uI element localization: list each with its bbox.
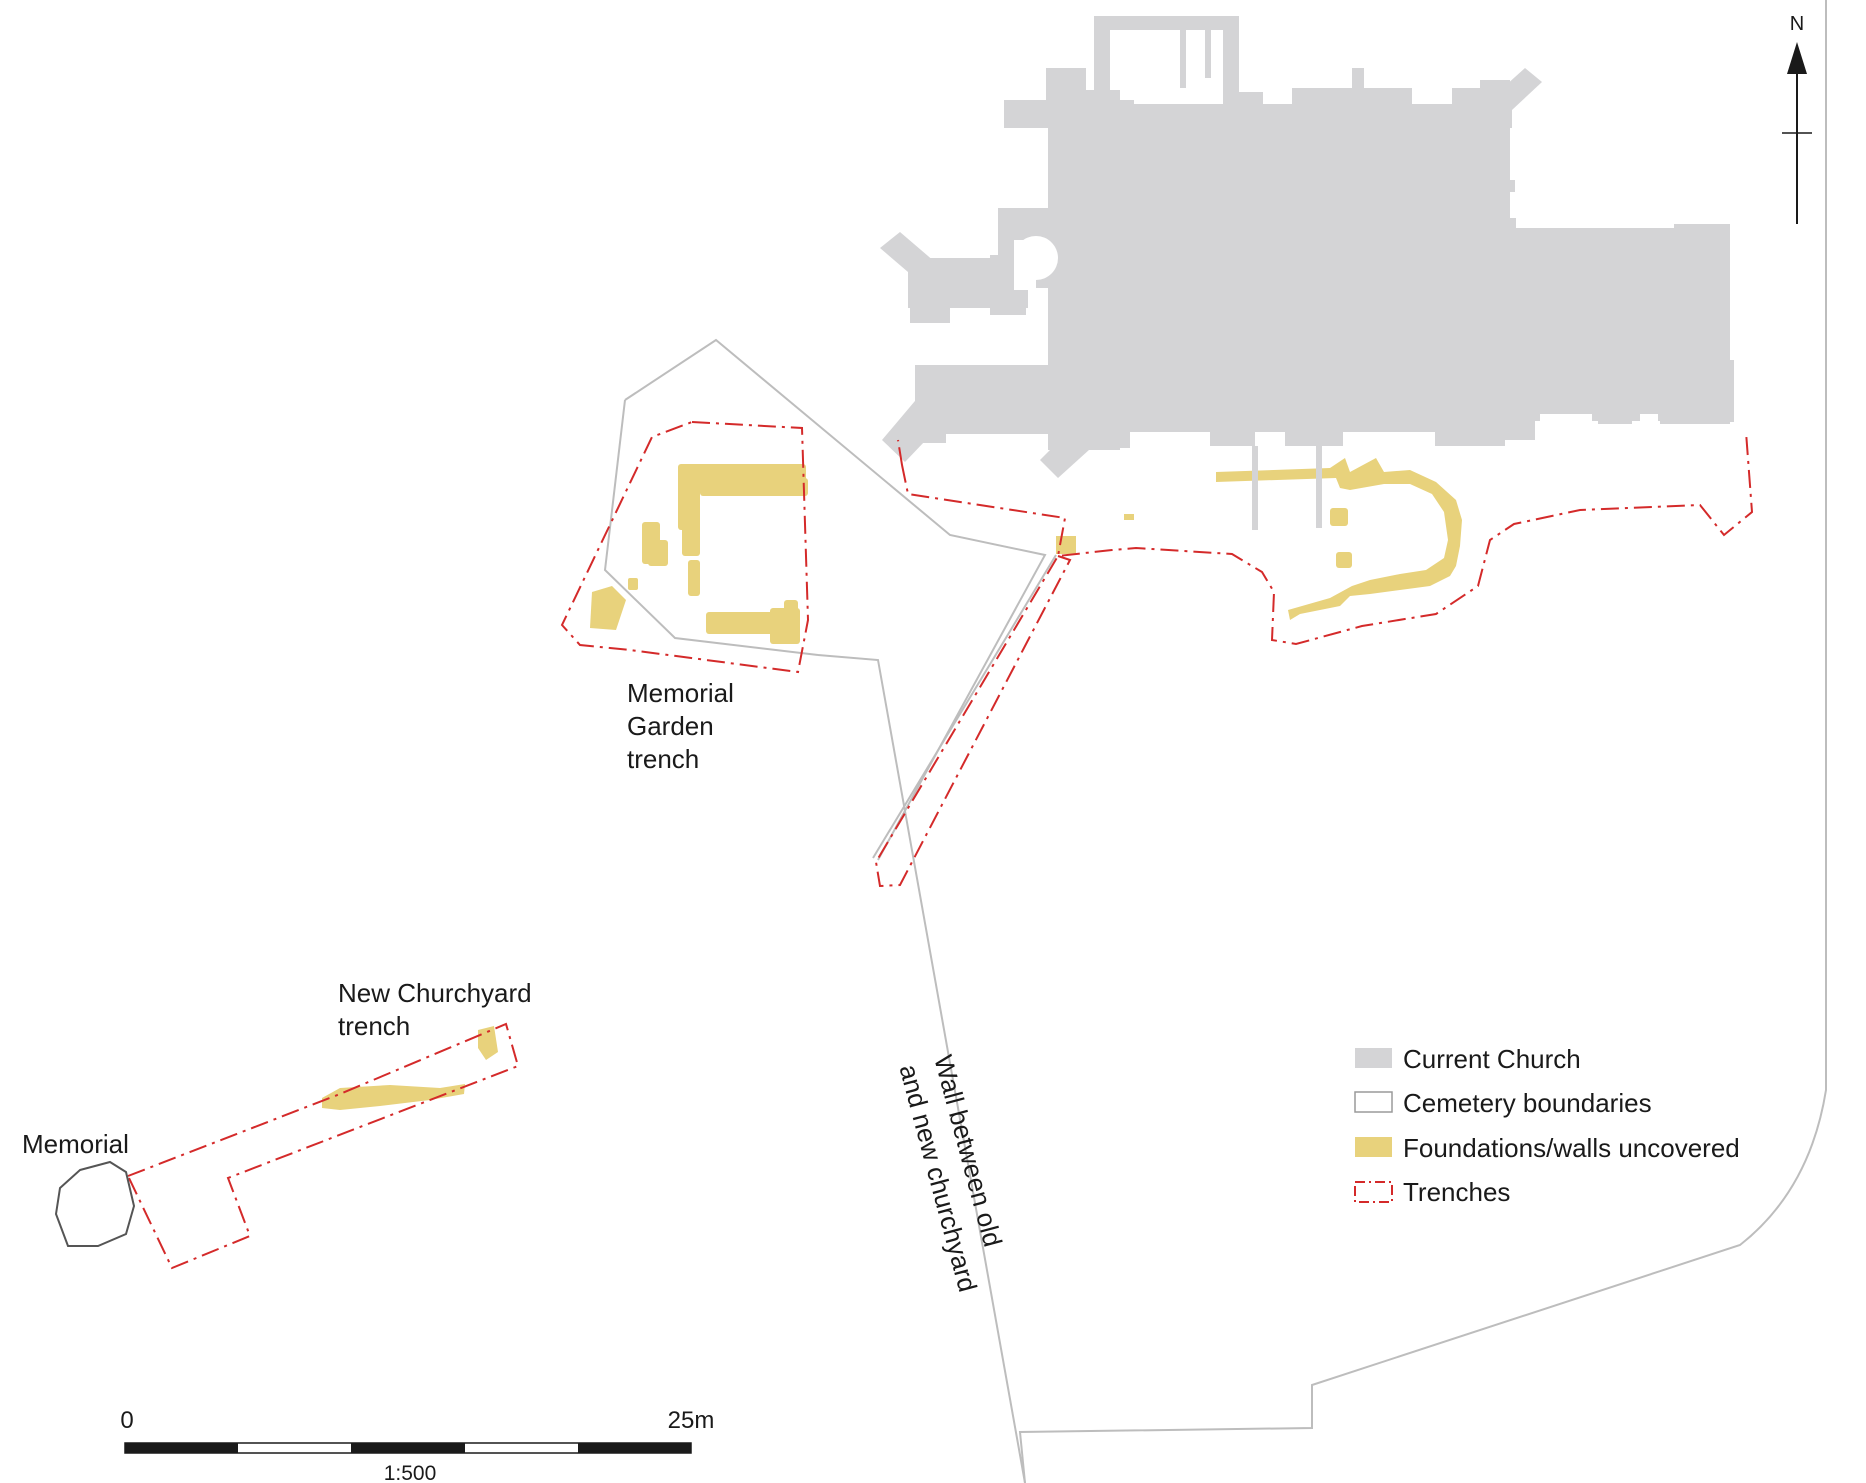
legend-label-boundary: Cemetery boundaries (1403, 1088, 1652, 1118)
church-buttress-lines (1252, 446, 1322, 530)
legend-label-church: Current Church (1403, 1044, 1581, 1074)
map-labels: Memorial Garden trench New Churchyard tr… (22, 678, 1008, 1295)
memorial-garden-label-2: Garden (627, 711, 714, 741)
legend-label-foundation: Foundations/walls uncovered (1403, 1133, 1740, 1163)
corridor-trench (874, 555, 1072, 888)
legend-swatch-church (1355, 1048, 1392, 1068)
legend-swatch-boundary (1354, 1091, 1393, 1113)
church-openings (1140, 414, 1658, 440)
trenches (127, 420, 1754, 1270)
scale-start-label: 0 (120, 1407, 133, 1434)
north-arrow: N (1782, 13, 1812, 224)
memorial-octagon (54, 1160, 136, 1247)
scale-ratio-label: 1:500 (384, 1462, 437, 1483)
south-church-trench (897, 431, 1754, 646)
legend-swatch-trench (1354, 1181, 1393, 1203)
memorial-garden-label-1: Memorial (627, 678, 734, 708)
memorial-garden-label-3: trench (627, 744, 699, 774)
outer-boundary (1018, 0, 1827, 1483)
scale-end-label: 25m (668, 1407, 715, 1434)
memorial-garden-trench (560, 420, 810, 674)
north-label: N (1790, 13, 1804, 35)
scale-bar: 0 25m 1:500 (120, 1407, 714, 1483)
diagonal-path-edge (872, 554, 1057, 859)
dividing-wall (817, 654, 1026, 1483)
new-churchyard-label-2: trench (338, 1011, 410, 1041)
current-church (880, 16, 1734, 478)
new-churchyard-trench (127, 1022, 520, 1270)
new-churchyard-label-1: New Churchyard (338, 978, 532, 1008)
memorial-garden-boundary (603, 338, 1047, 861)
legend: Current Church Cemetery boundaries Found… (1354, 1044, 1740, 1207)
memorial-label: Memorial (22, 1129, 129, 1159)
legend-label-trench: Trenches (1403, 1177, 1510, 1207)
legend-swatch-foundation (1355, 1137, 1392, 1157)
cemetery-boundaries (603, 0, 1827, 1483)
foundations-uncovered (322, 458, 1462, 1110)
